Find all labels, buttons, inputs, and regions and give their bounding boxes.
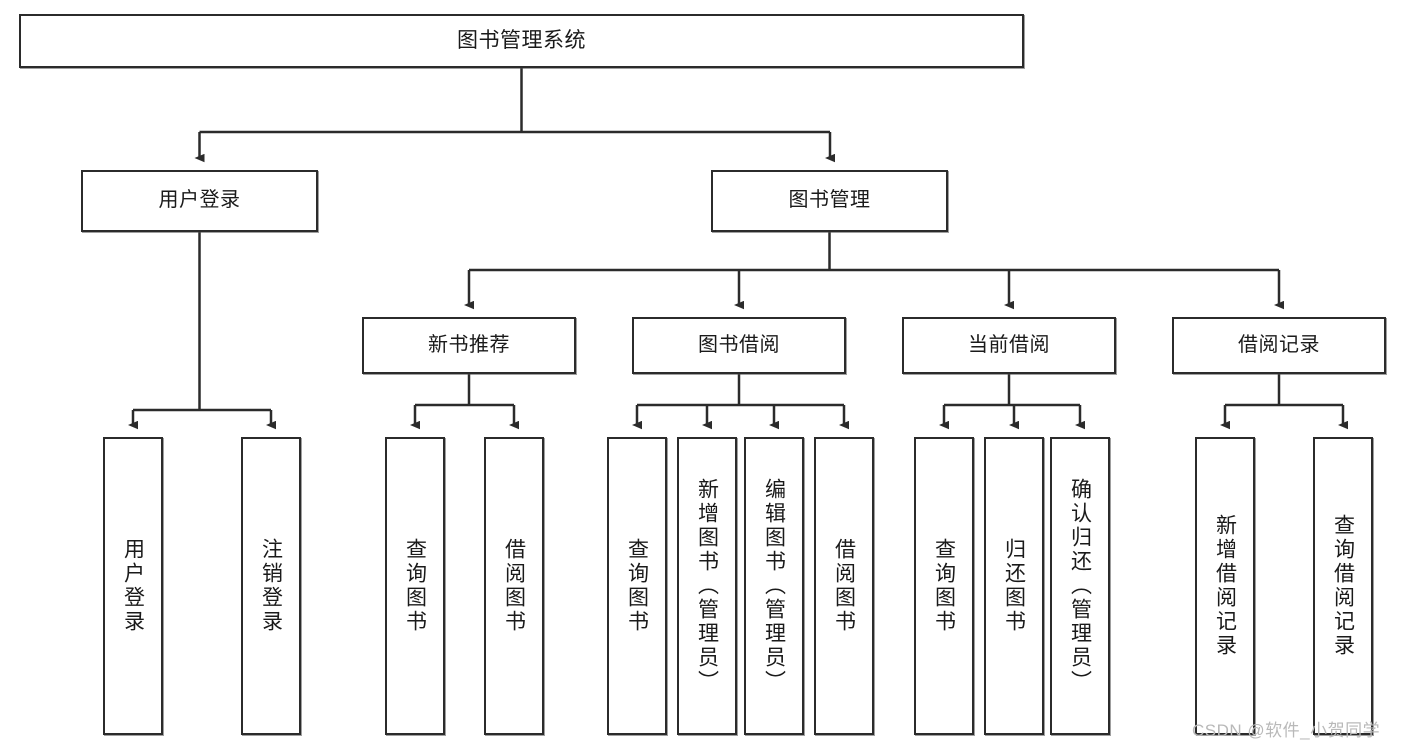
node-leaf-borrow-book-rec[interactable]: 借阅图书: [484, 437, 544, 735]
node-leaf-add-borrow-record-label: 新增借阅记录: [1213, 514, 1237, 658]
node-new-book-recommend[interactable]: 新书推荐: [362, 317, 576, 374]
node-leaf-query-book-rec[interactable]: 查询图书: [385, 437, 445, 735]
node-leaf-borrow-book-rec-label: 借阅图书: [502, 538, 526, 634]
edge-group-current-borrow: [939, 374, 1085, 430]
node-leaf-query-borrow-record[interactable]: 查询借阅记录: [1313, 437, 1373, 735]
node-leaf-logout-login-label: 注销登录: [259, 538, 283, 634]
node-leaf-query-book-current[interactable]: 查询图书: [914, 437, 974, 735]
node-leaf-add-borrow-record[interactable]: 新增借阅记录: [1195, 437, 1255, 735]
node-borrow-record[interactable]: 借阅记录: [1172, 317, 1386, 374]
edge-group-borrow-record: [1220, 374, 1348, 430]
node-leaf-add-book-admin[interactable]: 新增图书（管理员）: [677, 437, 737, 735]
node-current-borrow-label: 当前借阅: [968, 333, 1050, 356]
node-root-system[interactable]: 图书管理系统: [19, 14, 1024, 68]
node-current-borrow[interactable]: 当前借阅: [902, 317, 1116, 374]
node-leaf-query-borrow-record-label: 查询借阅记录: [1331, 514, 1355, 658]
edge-group-root: [194, 68, 835, 163]
node-new-book-recommend-label: 新书推荐: [428, 333, 510, 356]
node-leaf-logout-login[interactable]: 注销登录: [241, 437, 301, 735]
node-leaf-edit-book-admin[interactable]: 编辑图书（管理员）: [744, 437, 804, 735]
node-book-management[interactable]: 图书管理: [711, 170, 948, 232]
node-leaf-add-book-admin-label: 新增图书（管理员）: [695, 478, 719, 694]
node-leaf-confirm-return-admin[interactable]: 确认归还（管理员）: [1050, 437, 1110, 735]
edge-group-book-borrow: [632, 374, 849, 430]
node-leaf-borrow-book-borrow-label: 借阅图书: [832, 538, 856, 634]
node-leaf-query-book-current-label: 查询图书: [932, 538, 956, 634]
node-leaf-return-book[interactable]: 归还图书: [984, 437, 1044, 735]
node-book-borrow[interactable]: 图书借阅: [632, 317, 846, 374]
edge-group-user-login: [128, 232, 276, 430]
node-user-login-label: 用户登录: [158, 189, 241, 212]
node-leaf-return-book-label: 归还图书: [1002, 538, 1026, 634]
node-leaf-edit-book-admin-label: 编辑图书（管理员）: [762, 478, 786, 694]
node-leaf-query-book-borrow-label: 查询图书: [625, 538, 649, 634]
node-leaf-confirm-return-admin-label: 确认归还（管理员）: [1068, 478, 1092, 694]
node-root-system-label: 图书管理系统: [457, 28, 586, 52]
node-book-management-label: 图书管理: [788, 189, 871, 212]
node-leaf-user-login[interactable]: 用户登录: [103, 437, 163, 735]
node-user-login[interactable]: 用户登录: [81, 170, 318, 232]
node-leaf-borrow-book-borrow[interactable]: 借阅图书: [814, 437, 874, 735]
node-book-borrow-label: 图书借阅: [698, 333, 780, 356]
node-leaf-user-login-label: 用户登录: [121, 538, 145, 634]
edge-group-new-book-rec: [410, 374, 519, 430]
node-borrow-record-label: 借阅记录: [1238, 333, 1320, 356]
node-leaf-query-book-borrow[interactable]: 查询图书: [607, 437, 667, 735]
node-leaf-query-book-rec-label: 查询图书: [403, 538, 427, 634]
edge-group-book-mgmt: [464, 232, 1284, 310]
